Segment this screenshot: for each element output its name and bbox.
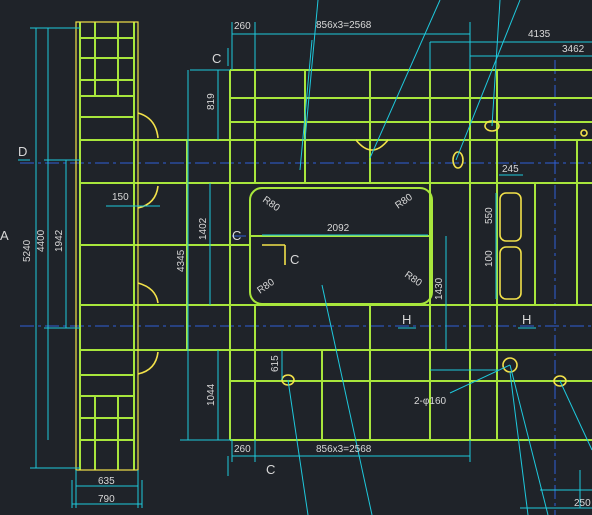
dim-opening-height: 1402: [198, 217, 209, 240]
note-text: 2-φ160: [414, 396, 446, 407]
dim-hole-h2: 100: [484, 250, 495, 267]
dim-base-inner: 635: [98, 476, 115, 487]
dim-top-offset: 260: [234, 21, 251, 32]
dim-top-span: 856x3=2568: [316, 20, 372, 31]
dim-top-right-2: 3462: [562, 44, 585, 55]
dim-top-right-1: 4135: [528, 29, 551, 40]
structure: [79, 22, 592, 470]
section-c-middle: C: [232, 228, 241, 243]
section-c-inner: C: [290, 252, 299, 267]
dim-lower-beam: 1044: [206, 383, 217, 406]
dim-overall-height: 5240: [22, 239, 33, 262]
dim-hole-h1: 550: [484, 207, 495, 224]
radius-top-left: R80: [260, 194, 282, 214]
dim-half-height: 1942: [54, 229, 65, 252]
section-h-right: H: [522, 312, 531, 327]
radius-bottom-right: R80: [402, 269, 424, 289]
dim-bracket: 150: [112, 192, 129, 203]
dimension-lines: [18, 0, 592, 515]
section-d: D: [18, 144, 27, 159]
dimension-text: 260 856x3=2568 4135 3462 5240 4400 1942 …: [22, 20, 591, 509]
section-labels: C C C C D A H H: [0, 51, 531, 477]
dim-bottom-span: 856x3=2568: [316, 444, 372, 455]
dim-inner-height: 4400: [36, 229, 47, 252]
dim-opening-width: 2092: [327, 223, 350, 234]
dim-middle-height: 4345: [176, 249, 187, 272]
dim-lower-opening: 1430: [434, 277, 445, 300]
dim-upper-beam: 819: [206, 93, 217, 110]
section-h-left: H: [402, 312, 411, 327]
section-a: A: [0, 228, 9, 243]
section-c-bottom: C: [266, 462, 275, 477]
dim-bottom-offset: 260: [234, 444, 251, 455]
radius-bottom-left: R80: [255, 277, 277, 297]
dim-base-outer: 790: [98, 494, 115, 505]
radius-text: R80 R80 R80 R80: [255, 192, 424, 297]
highlights: [75, 21, 588, 471]
dim-small-height: 615: [270, 355, 281, 372]
radius-top-right: R80: [393, 192, 415, 212]
dim-bottom-right: 250: [574, 498, 591, 509]
note-holes: 2-φ160: [414, 396, 446, 407]
dim-hole-pitch: 245: [502, 164, 519, 175]
section-c-top: C: [212, 51, 221, 66]
